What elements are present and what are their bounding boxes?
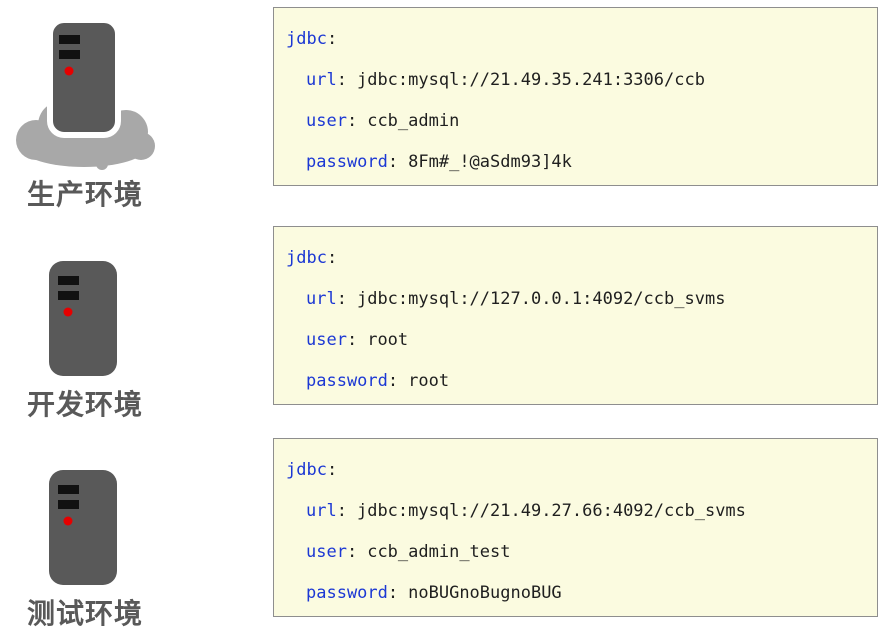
server-icon-development <box>49 261 117 376</box>
drive-slot-icon <box>58 291 79 300</box>
yaml-entry-url: url: jdbc:mysql://21.49.27.66:4092/ccb_sv… <box>274 491 877 532</box>
yaml-key: password <box>306 371 388 391</box>
yaml-colon: : <box>336 501 347 521</box>
yaml-colon: : <box>346 111 358 131</box>
yaml-value: root <box>408 371 450 391</box>
yaml-colon: : <box>326 29 338 49</box>
yaml-key: user <box>306 330 347 350</box>
server-icon-production <box>47 17 121 138</box>
yaml-value: noBUGnoBugnoBUG <box>408 583 562 603</box>
yaml-root-line: jdbc: <box>274 238 877 279</box>
server-body <box>49 470 117 585</box>
yaml-key: jdbc <box>286 248 327 268</box>
env-label-test: 测试环境 <box>27 597 144 630</box>
yaml-key: user <box>306 542 347 562</box>
yaml-value: root <box>367 330 409 350</box>
yaml-key: user <box>306 111 347 131</box>
yaml-entry-password: password: root <box>274 361 877 402</box>
env-label-production: 生产环境 <box>27 178 144 211</box>
yaml-value: ccb_admin <box>367 111 460 131</box>
drive-slot-icon <box>58 485 79 494</box>
yaml-colon: : <box>346 542 358 562</box>
server-body <box>47 17 121 138</box>
yaml-entry-url: url: jdbc:mysql://21.49.35.241:3306/ccb <box>274 60 877 101</box>
yaml-colon: : <box>336 289 347 309</box>
drive-slot-icon <box>59 35 80 44</box>
env-label-development: 开发环境 <box>27 388 144 421</box>
power-led-icon <box>63 307 73 317</box>
yaml-key: url <box>306 501 337 521</box>
server-icon-test <box>49 470 117 585</box>
yaml-root-line: jdbc: <box>274 19 877 60</box>
yaml-entry-password: password: noBUGnoBugnoBUG <box>274 573 877 614</box>
config-box-test: jdbc: url: jdbc:mysql://21.49.27.66:4092/… <box>273 438 878 617</box>
yaml-value: jdbc:mysql://127.0.0.1:4092/ccb_svms <box>356 289 726 309</box>
yaml-colon: : <box>346 330 358 350</box>
yaml-value: ccb_admin_test <box>367 542 511 562</box>
yaml-entry-user: user: root <box>274 320 877 361</box>
yaml-colon: : <box>387 152 399 172</box>
yaml-value: jdbc:mysql://21.49.35.241:3306/ccb <box>356 70 705 90</box>
yaml-value: 8Fm#_!@aSdm93]4k <box>408 152 572 172</box>
server-body <box>49 261 117 376</box>
drive-slot-icon <box>58 500 79 509</box>
yaml-key: password <box>306 152 388 172</box>
drive-slot-icon <box>59 50 80 59</box>
yaml-key: jdbc <box>286 29 327 49</box>
drive-slot-icon <box>58 276 79 285</box>
yaml-entry-url: url: jdbc:mysql://127.0.0.1:4092/ccb_svms <box>274 279 877 320</box>
power-led-icon <box>63 516 73 526</box>
config-box-production: jdbc: url: jdbc:mysql://21.49.35.241:3306… <box>273 7 878 186</box>
yaml-colon: : <box>336 70 347 90</box>
yaml-key: jdbc <box>286 460 327 480</box>
yaml-root-line: jdbc: <box>274 450 877 491</box>
config-box-development: jdbc: url: jdbc:mysql://127.0.0.1:4092/cc… <box>273 226 878 405</box>
yaml-colon: : <box>387 371 399 391</box>
yaml-colon: : <box>326 460 338 480</box>
power-led-icon <box>64 66 74 76</box>
yaml-key: url <box>306 70 337 90</box>
yaml-key: password <box>306 583 388 603</box>
yaml-value: jdbc:mysql://21.49.27.66:4092/ccb_svms <box>356 501 746 521</box>
yaml-key: url <box>306 289 337 309</box>
yaml-entry-user: user: ccb_admin_test <box>274 532 877 573</box>
yaml-colon: : <box>387 583 399 603</box>
yaml-entry-password: password:8Fm#_!@aSdm93]4k <box>274 142 877 183</box>
yaml-entry-user: user: ccb_admin <box>274 101 877 142</box>
yaml-colon: : <box>326 248 338 268</box>
